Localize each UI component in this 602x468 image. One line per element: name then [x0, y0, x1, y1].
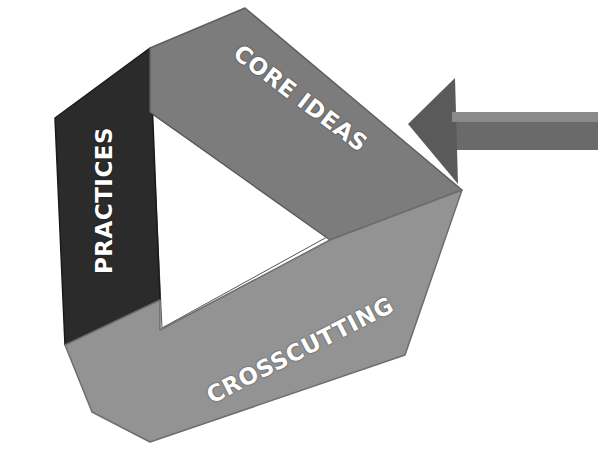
band-label: PRACTICES — [93, 126, 116, 273]
